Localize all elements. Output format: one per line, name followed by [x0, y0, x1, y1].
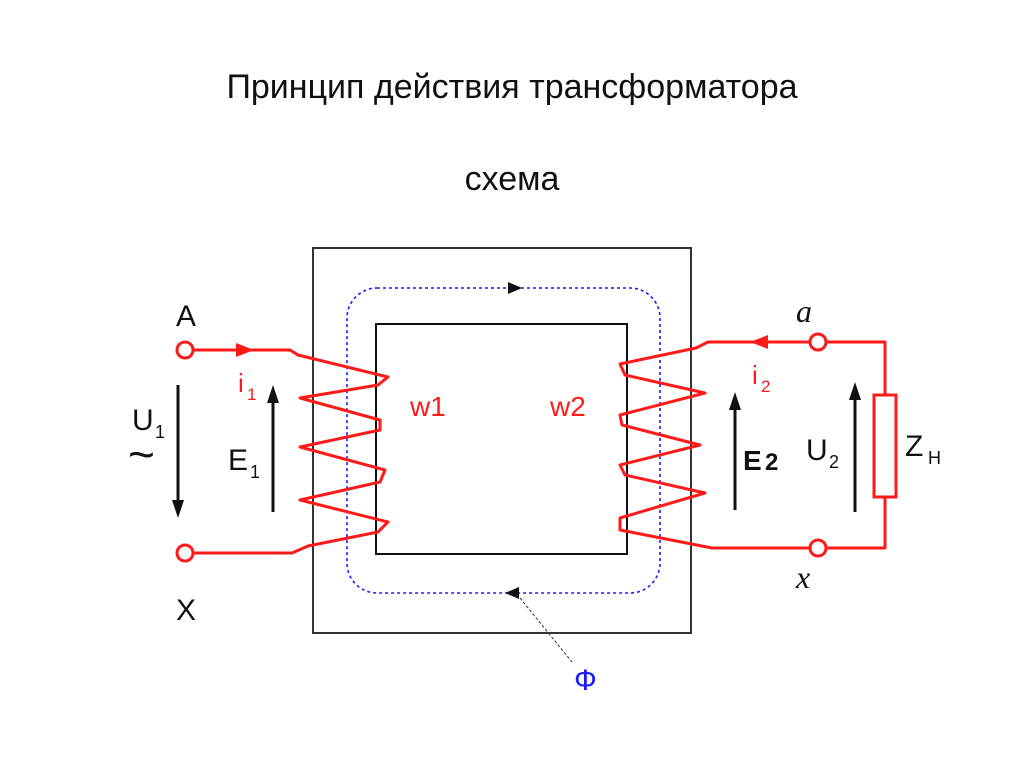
label-U2: U	[806, 434, 828, 467]
label-E1: E	[228, 444, 248, 477]
core-window	[375, 323, 628, 555]
core-outer	[312, 247, 692, 634]
label-w2: w2	[549, 391, 586, 422]
label-E2-sub: 2	[765, 449, 778, 476]
label-i2: i	[752, 360, 758, 390]
label-i1: i	[238, 368, 244, 398]
label-U2-sub: 2	[829, 452, 839, 472]
terminal-A	[175, 340, 195, 360]
flux-arrow-bottom	[505, 587, 519, 599]
label-U1: U	[132, 404, 154, 437]
diagram-subtitle: схема	[464, 160, 560, 198]
e1-arrow-head	[267, 385, 279, 403]
label-i1-sub: 1	[247, 385, 256, 404]
diagram-title: Принцип действия трансформатора	[226, 68, 798, 106]
label-E2: E	[743, 445, 762, 476]
load-resistor	[872, 393, 898, 499]
load-wire-bottom	[824, 495, 887, 550]
u2-arrow-head	[849, 382, 861, 400]
label-i2-sub: 2	[761, 377, 770, 396]
terminal-X	[175, 543, 195, 563]
terminal-a	[808, 332, 828, 352]
flux-arrow-top	[508, 282, 522, 294]
label-phi: Ф	[574, 664, 597, 697]
primary-wire-a	[191, 348, 300, 357]
phi-leader-line	[519, 597, 573, 663]
i2-arrow	[750, 335, 768, 349]
label-x: x	[795, 559, 810, 595]
label-a: a	[796, 293, 812, 329]
flux-path	[346, 287, 661, 594]
label-w1: w1	[409, 391, 446, 422]
e2-arrow-head	[729, 392, 741, 410]
label-ZH-sub: Н	[928, 448, 941, 468]
label-A: A	[176, 300, 196, 333]
load-wire-top	[824, 340, 887, 397]
secondary-wire-a	[694, 340, 812, 350]
label-E1-sub: 1	[250, 462, 260, 482]
primary-wire-x	[191, 544, 310, 555]
winding-w1	[296, 353, 390, 548]
label-tilde: ~	[128, 428, 155, 480]
i1-arrow	[236, 343, 254, 357]
label-U1-sub: 1	[155, 422, 165, 442]
winding-w2	[618, 346, 714, 550]
u1-arrow-head	[172, 500, 184, 518]
terminal-x	[808, 538, 828, 558]
label-X: X	[176, 594, 196, 627]
label-ZH: Z	[905, 430, 923, 463]
